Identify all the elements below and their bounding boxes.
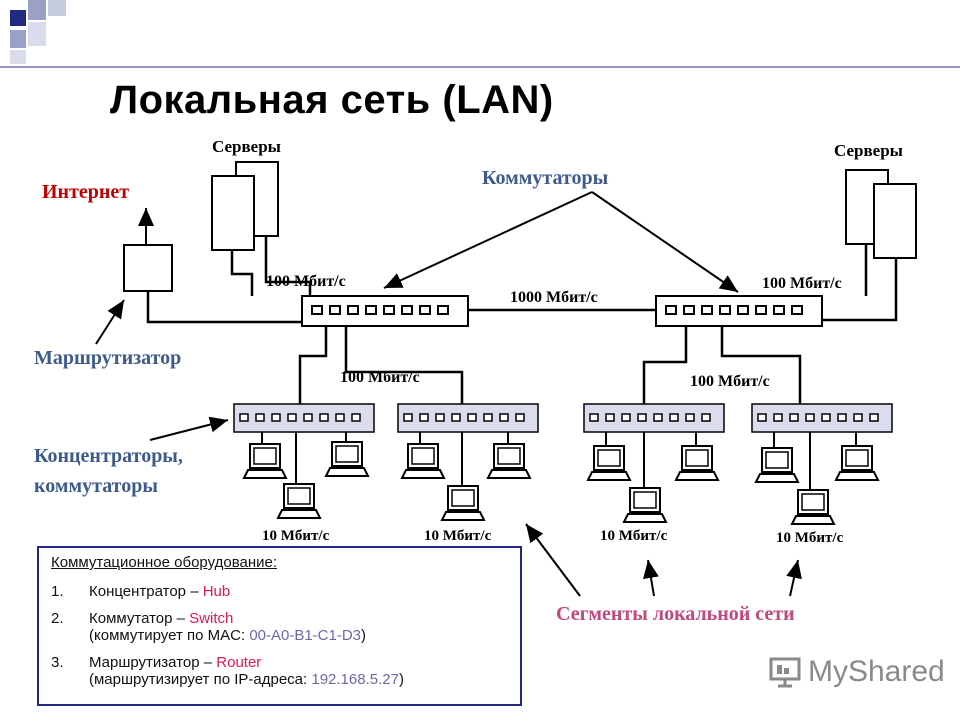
page-title: Локальная сеть (LAN) [110,78,554,122]
speed-seg4: 10 Мбит/с [776,530,844,546]
corner-square-2 [28,0,46,20]
label-servers-left: Серверы [212,137,281,156]
pc-4a [755,447,799,483]
legend-keyword: Hub [202,583,231,600]
pc-3c [675,445,719,481]
corner-square-5 [28,22,46,46]
legend-heading: Коммутационное оборудование: [51,554,278,571]
pc-3b [623,487,667,523]
label-servers-right: Серверы [834,141,903,160]
hub-2 [397,403,539,433]
corner-square-3 [48,0,66,16]
legend-text: Маршрутизатор – [89,654,217,671]
legend-keyword: Router [216,654,262,671]
label-router: Маршрутизатор [34,347,181,369]
legend-text: Концентратор – [89,583,203,600]
servers-right [845,169,917,259]
arrow-segment-2 [643,559,659,597]
legend-detail-close: ) [398,671,404,688]
legend-detail: (коммутирует по MAC: [89,627,250,644]
legend-item-router: 3. Маршрутизатор – Router (маршрутизируе… [51,654,508,688]
arrow-to-switch-left [383,191,593,289]
speed-left-servers: 100 Мбит/с [266,273,346,290]
speed-right-hubs: 100 Мбит/с [690,373,770,390]
hub-1 [233,403,375,433]
arrow-to-switch-right [591,191,739,293]
switch-right [655,295,823,327]
router-link [146,291,302,324]
label-switches: Коммутаторы [482,167,609,189]
label-segments: Сегменты локальной сети [556,603,795,625]
pc-4b [791,489,835,525]
speed-backbone: 1000 Мбит/с [510,289,598,306]
watermark-text: MyShared [808,655,945,688]
switch-left [301,295,469,327]
pc-1c [325,441,369,477]
legend-detail-close: ) [361,627,367,644]
speed-right-servers: 100 Мбит/с [762,275,842,292]
pc-1a [243,443,287,479]
speed-left-hubs: 100 Мбит/с [340,369,420,386]
pc-4c [835,445,879,481]
speed-seg2: 10 Мбит/с [424,528,492,544]
corner-square-6 [10,50,26,64]
speed-seg1: 10 Мбит/с [262,528,330,544]
legend-ip-value: 192.168.5.27 [311,671,399,688]
speed-seg3: 10 Мбит/с [600,528,668,544]
arrow-segment-3 [786,559,802,597]
arrow-to-hubs [149,416,229,441]
pc-2c [487,443,531,479]
legend-text: Коммутатор – [89,610,190,627]
corner-square-4 [10,30,26,48]
router-box [123,244,173,292]
legend-box: Коммутационное оборудование: 1. Концентр… [37,546,522,706]
arrow-to-router [95,299,125,345]
legend-detail: (маршрутизирует по IP-адреса: [89,671,312,688]
corner-square-1 [10,10,26,26]
pc-3a [587,445,631,481]
legend-item-switch: 2. Коммутатор – Switch (коммутирует по M… [51,610,508,644]
label-hubs-line1: Концентраторы, [34,445,183,467]
legend-num: 3. [51,654,64,671]
legend-keyword: Switch [189,610,234,627]
pc-1b [277,483,321,519]
hub-4 [751,403,893,433]
servers-left [211,161,279,251]
watermark: MyShared [768,655,945,689]
legend-mac-value: 00-A0-B1-C1-D3 [249,627,362,644]
hub-3 [583,403,725,433]
legend-item-hub: 1. Концентратор – Hub [51,583,508,600]
legend-num: 1. [51,583,64,600]
legend-num: 2. [51,610,64,627]
presentation-icon [769,657,801,688]
label-internet: Интернет [42,181,129,203]
pc-2b [441,485,485,521]
title-rule [0,66,960,68]
label-hubs-line2: коммутаторы [34,475,158,497]
pc-2a [401,443,445,479]
arrow-segment-1 [525,523,581,597]
